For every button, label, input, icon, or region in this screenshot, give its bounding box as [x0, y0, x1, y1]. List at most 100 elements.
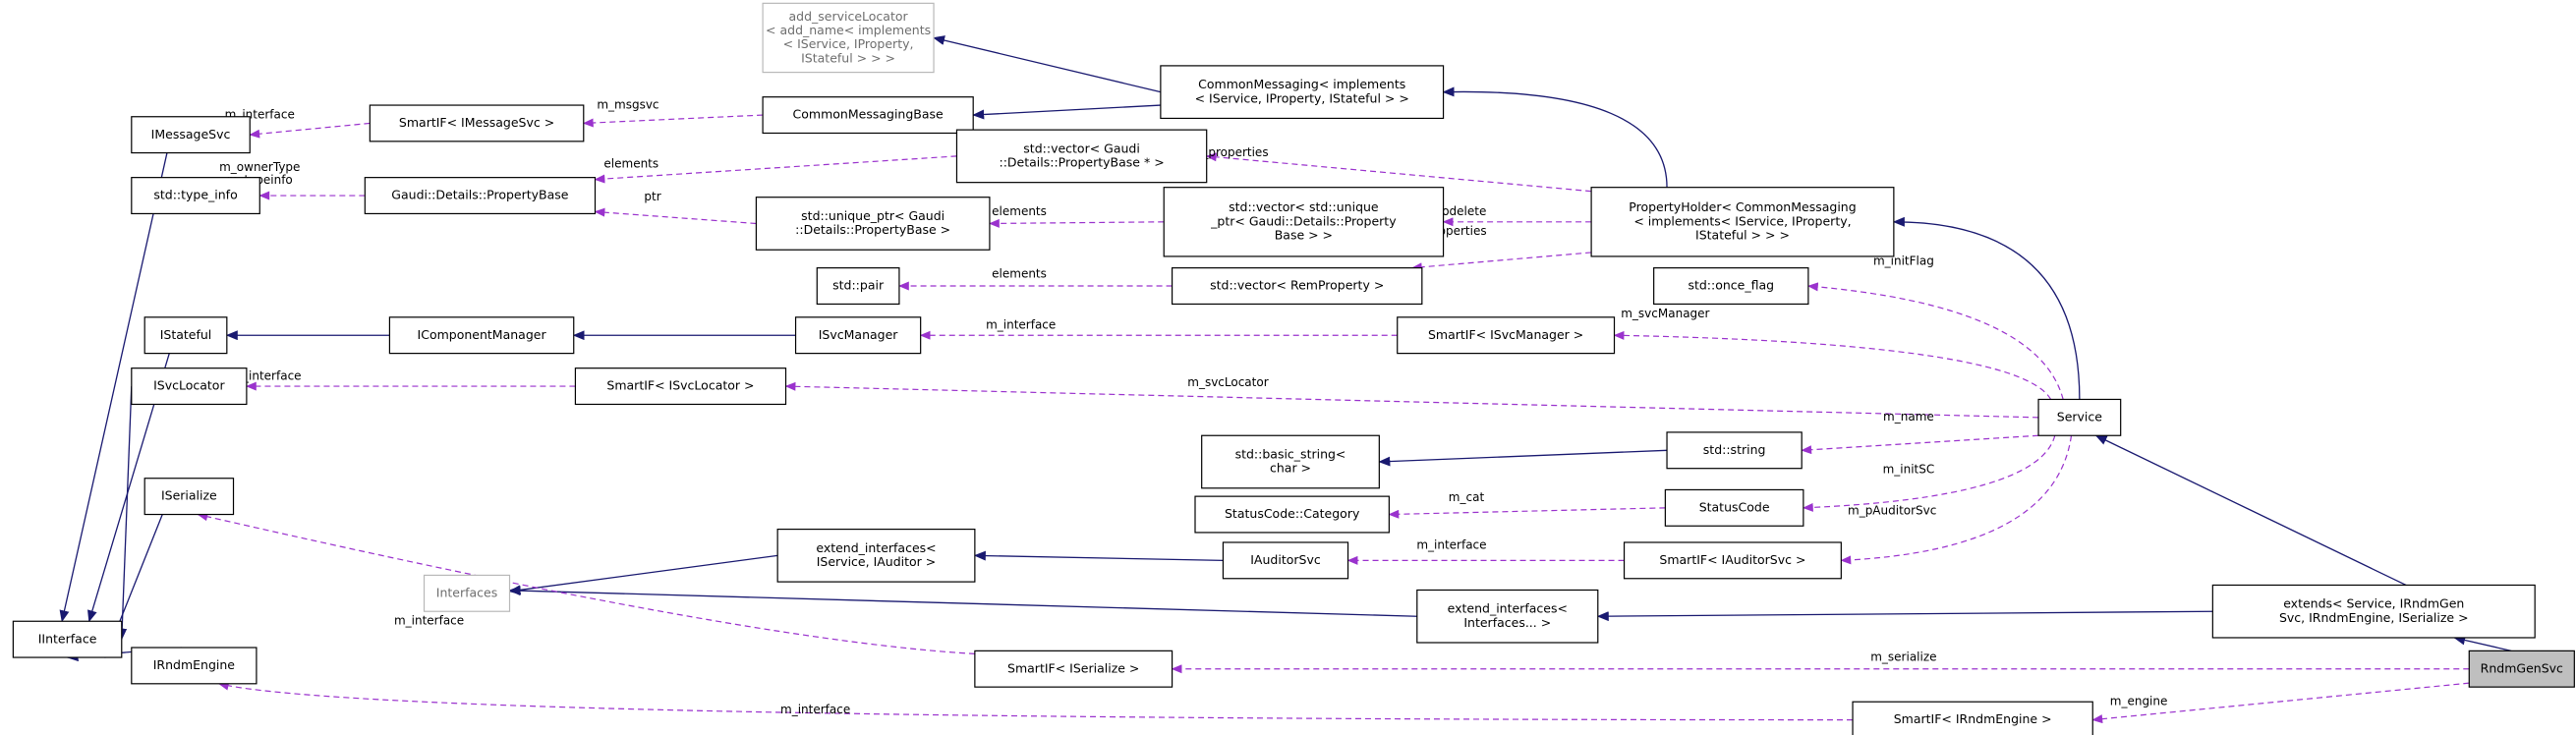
class-node-SmartIF_IAuditorSvc[interactable]: SmartIF< IAuditorSvc >	[1623, 541, 1842, 580]
class-name: Service	[2057, 409, 2103, 424]
class-box	[143, 316, 228, 355]
class-box	[762, 96, 974, 135]
class-node-StatusCode[interactable]: StatusCode	[1664, 488, 1804, 527]
inheritance-edge-extends-to-extend_interfaces_Interfaces	[1596, 610, 2213, 622]
class-box	[1623, 541, 1842, 580]
class-name: extend_interfaces<IService, IAuditor >	[816, 540, 936, 569]
class-name: ISvcLocator	[153, 378, 225, 393]
class-box	[369, 104, 585, 142]
class-node-vector_PropertyBase[interactable]: std::vector< Gaudi::Details::PropertyBas…	[955, 129, 1208, 184]
edge-label-elements: elements	[992, 204, 1047, 218]
usage-edge-SmartIF_ISerialize-to-ISerialize	[197, 512, 975, 654]
class-name: add_serviceLocator< add_name< implements…	[766, 9, 931, 66]
usage-edge-PropertyHolder-to-vector_RemProperty	[1410, 252, 1592, 272]
class-box	[1664, 488, 1804, 527]
class-name: StatusCode::Category	[1225, 506, 1360, 521]
class-box	[1397, 316, 1616, 355]
class-box	[1666, 431, 1803, 470]
class-node-IMessageSvc[interactable]: IMessageSvc	[131, 116, 251, 154]
usage-edge-vector_unique_ptr-to-unique_ptr_PropertyBase	[989, 218, 1165, 228]
class-node-StatusCode_Category[interactable]: StatusCode::Category	[1194, 495, 1390, 534]
class-box	[974, 650, 1174, 688]
class-box	[1852, 701, 2093, 735]
class-node-SmartIF_IMessageSvc[interactable]: SmartIF< IMessageSvc >	[369, 104, 585, 142]
class-name: IAuditorSvc	[1250, 552, 1321, 567]
class-node-ISvcManager[interactable]: ISvcManager	[794, 316, 922, 355]
class-box	[574, 368, 787, 406]
class-node-vector_unique_ptr[interactable]: std::vector< std::unique_ptr< Gaudi::Det…	[1163, 187, 1445, 257]
class-box	[816, 267, 900, 306]
class-node-SmartIF_ISerialize[interactable]: SmartIF< ISerialize >	[974, 650, 1174, 688]
class-name: IComponentManager	[418, 327, 547, 342]
inheritance-edge-PropertyHolder-to-CommonMessaging	[1442, 86, 1668, 188]
class-node-IComponentManager[interactable]: IComponentManager	[388, 316, 575, 355]
class-box	[1194, 495, 1390, 534]
class-name: std::vector< std::unique_ptr< Gaudi::Det…	[1210, 199, 1397, 242]
class-box	[1653, 267, 1809, 306]
class-node-basic_string[interactable]: std::basic_string<char >	[1201, 434, 1380, 489]
class-node-string[interactable]: std::string	[1666, 431, 1803, 470]
class-node-IStateful[interactable]: IStateful	[143, 316, 228, 355]
edge-label-m_pAuditorSvc: m_pAuditorSvc	[1848, 504, 1936, 518]
class-box	[364, 177, 597, 215]
class-box	[143, 478, 235, 516]
edge-label-m_msgsvc: m_msgsvc	[597, 97, 658, 111]
class-node-RndmGenSvc[interactable]: RndmGenSvc	[2468, 650, 2575, 688]
class-box	[776, 528, 976, 583]
class-node-extend_interfaces_IAuditor[interactable]: extend_interfaces<IService, IAuditor >	[776, 528, 976, 583]
class-node-IInterface[interactable]: IInterface	[12, 620, 123, 658]
class-name: std::string	[1703, 442, 1766, 457]
class-node-ISvcLocator[interactable]: ISvcLocator	[131, 368, 248, 406]
class-box	[131, 647, 258, 685]
class-node-SmartIF_IRndmEngine[interactable]: SmartIF< IRndmEngine >	[1852, 701, 2093, 735]
class-name: RndmGenSvc	[2481, 660, 2563, 675]
inheritance-edge-RndmGenSvc-to-extends	[2453, 635, 2512, 651]
class-node-ISerialize[interactable]: ISerialize	[143, 478, 235, 516]
class-name: Interfaces	[436, 585, 497, 599]
usage-edge-Service-to-string	[1801, 434, 2039, 455]
class-box	[423, 574, 511, 612]
class-node-type_info[interactable]: std::type_info	[131, 177, 260, 215]
class-box	[794, 316, 922, 355]
class-node-unique_ptr_PropertyBase[interactable]: std::unique_ptr< Gaudi::Details::Propert…	[755, 197, 991, 251]
class-node-SmartIF_ISvcLocator[interactable]: SmartIF< ISvcLocator >	[574, 368, 787, 406]
class-node-CommonMessagingBase[interactable]: CommonMessagingBase	[762, 96, 974, 135]
class-box	[131, 368, 248, 406]
inheritance-edge-IMessageSvc-to-IInterface	[59, 152, 168, 623]
class-node-Interfaces[interactable]: Interfaces	[423, 574, 511, 612]
usage-edge-Service-to-once_flag	[1806, 282, 2064, 400]
class-name: std::once_flag	[1688, 278, 1774, 293]
inheritance-edge-CommonMessaging-to-add_serviceLocator	[933, 35, 1162, 93]
usage-edge-vector_PropertyBase-to-PropertyBase	[594, 155, 957, 184]
usage-edge-PropertyHolder-to-vector_PropertyBase	[1205, 152, 1592, 193]
class-node-vector_RemProperty[interactable]: std::vector< RemProperty >	[1171, 267, 1423, 306]
class-node-IAuditorSvc[interactable]: IAuditorSvc	[1222, 541, 1349, 580]
class-name: SmartIF< IMessageSvc >	[399, 115, 554, 130]
usage-edge-Service-to-SmartIF_IAuditorSvc	[1840, 435, 2073, 565]
class-node-CommonMessaging[interactable]: CommonMessaging< implements< IService, I…	[1160, 65, 1445, 120]
edge-label-m_initFlag: m_initFlag	[1873, 254, 1934, 267]
class-node-add_serviceLocator[interactable]: add_serviceLocator< add_name< implements…	[762, 2, 935, 74]
class-node-Service[interactable]: Service	[2037, 398, 2122, 436]
edge-label-m_serialize: m_serialize	[1870, 650, 1936, 663]
class-node-PropertyHolder[interactable]: PropertyHolder< CommonMessaging< impleme…	[1590, 187, 1895, 257]
inheritance-edge-IAuditorSvc-to-extend_interfaces_IAuditor	[973, 550, 1224, 562]
class-node-pair[interactable]: std::pair	[816, 267, 900, 306]
class-node-SmartIF_ISvcManager[interactable]: SmartIF< ISvcManager >	[1397, 316, 1616, 355]
class-node-PropertyBase[interactable]: Gaudi::Details::PropertyBase	[364, 177, 597, 215]
class-name: SmartIF< ISvcLocator >	[606, 378, 754, 393]
class-name: IRndmEngine	[153, 657, 236, 672]
inheritance-edge-ISvcLocator-to-IInterface	[117, 386, 133, 641]
class-node-IRndmEngine[interactable]: IRndmEngine	[131, 647, 258, 685]
class-box	[131, 177, 260, 215]
edge-label-m_interface: m_interface	[231, 368, 301, 382]
class-node-extend_interfaces_Interfaces[interactable]: extend_interfaces<Interfaces... >	[1416, 589, 1599, 644]
edge-label-m_interface: m_interface	[1416, 538, 1486, 552]
class-node-once_flag[interactable]: std::once_flag	[1653, 267, 1809, 306]
edge-label-m_cat: m_cat	[1449, 490, 1485, 504]
edge-label-m_interface: m_interface	[394, 614, 464, 628]
edge-label-m_interface: m_interface	[986, 318, 1056, 332]
class-box	[2037, 398, 2122, 436]
